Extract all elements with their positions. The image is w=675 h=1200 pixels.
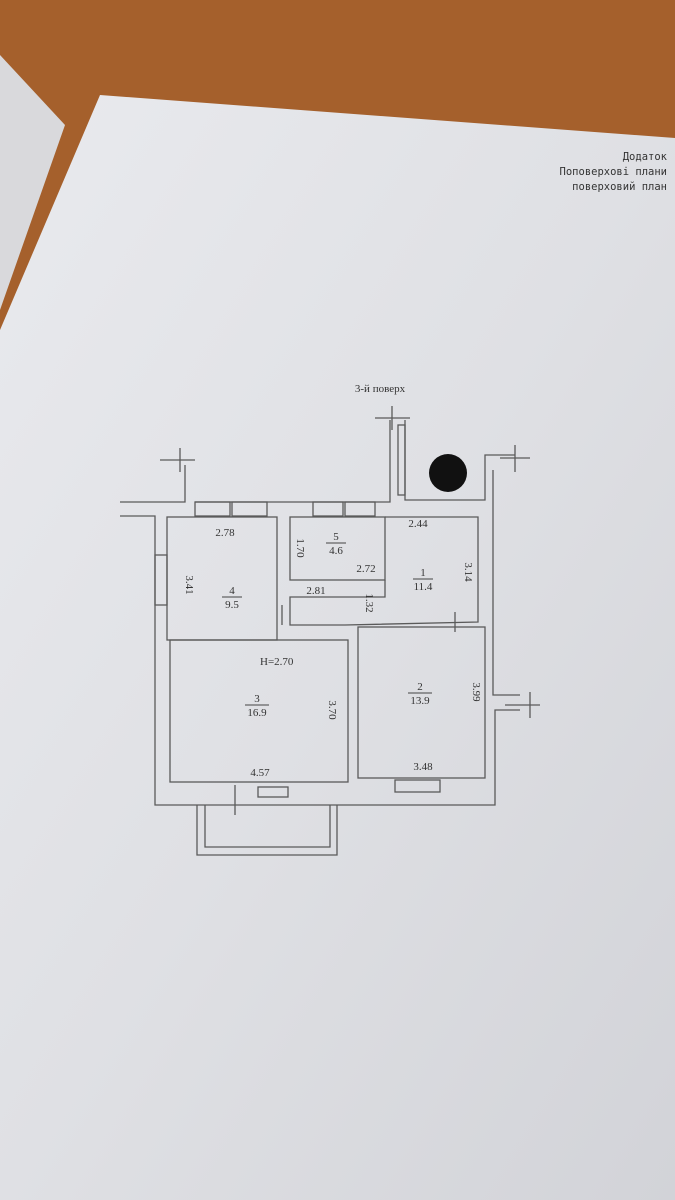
paper-sheet bbox=[0, 95, 675, 1200]
dim-label: 2.78 bbox=[215, 527, 235, 539]
room-area: 9.5 bbox=[225, 599, 239, 611]
room-area: 16.9 bbox=[247, 707, 267, 719]
room-number: 4 bbox=[229, 585, 235, 597]
dim-label: 2.81 bbox=[306, 585, 325, 597]
room-number: 1 bbox=[420, 567, 426, 579]
dim-label: 3.41 bbox=[183, 575, 195, 594]
dim-label: 2.44 bbox=[408, 518, 428, 530]
dim-label: 2.72 bbox=[356, 563, 375, 575]
room-number: 5 bbox=[333, 531, 339, 543]
room-number: 3 bbox=[254, 693, 260, 705]
ceiling-height: H=2.70 bbox=[260, 656, 294, 668]
dim-label: 3.48 bbox=[413, 761, 433, 773]
back-sheet bbox=[0, 55, 65, 310]
room-area: 13.9 bbox=[410, 695, 430, 707]
plan-labels: 3-й поверх H=2.70 2.78 4 9.5 3.41 1.70 5… bbox=[183, 383, 482, 779]
dim-label: 3.14 bbox=[462, 562, 474, 582]
redaction-mark bbox=[429, 454, 467, 492]
room-area: 4.6 bbox=[329, 545, 343, 557]
room-area: 11.4 bbox=[414, 581, 433, 593]
room-5 bbox=[289, 516, 386, 581]
room-2 bbox=[357, 626, 486, 779]
header-line-2: Поповерхові плани bbox=[559, 166, 667, 178]
header-line-1: Додаток bbox=[622, 151, 667, 163]
dim-label: 1.70 bbox=[294, 538, 306, 558]
room-1 bbox=[289, 516, 479, 626]
floor-plan bbox=[120, 406, 540, 856]
header-line-3: поверховий план bbox=[572, 181, 667, 193]
room-number: 2 bbox=[417, 681, 423, 693]
document-header: Додаток Поповерхові плани поверховий пла… bbox=[560, 150, 667, 195]
floor-title: 3-й поверх bbox=[355, 383, 406, 395]
dim-label: 3.99 bbox=[470, 682, 482, 702]
dim-label: 4.57 bbox=[250, 767, 270, 779]
room-3 bbox=[169, 639, 349, 783]
dim-label: 1.32 bbox=[363, 593, 375, 612]
dim-label: 3.70 bbox=[326, 700, 338, 720]
